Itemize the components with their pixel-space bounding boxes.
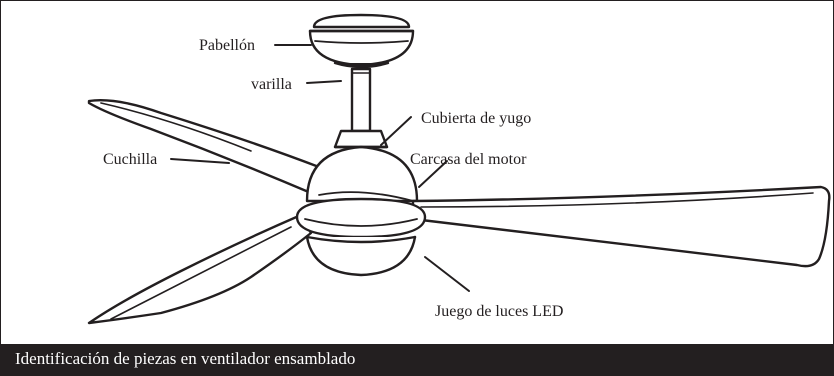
label-led-light-kit: Juego de luces LED [435, 303, 563, 320]
blade-shape-lower-left [87, 213, 313, 325]
led-light-kit-shape [295, 197, 427, 277]
canopy-shape [308, 13, 415, 69]
caption-bar: Identificación de piezas en ventilador e… [1, 344, 833, 375]
motor-housing-shape [305, 145, 419, 203]
label-canopy: Pabellón [199, 37, 255, 54]
label-yoke-cover: Cubierta de yugo [421, 110, 531, 127]
label-blade: Cuchilla [103, 151, 157, 168]
leader-lines [170, 44, 470, 292]
blade-shape-left [87, 99, 321, 195]
label-motor-housing: Carcasa del motor [410, 151, 527, 168]
label-downrod: varilla [251, 76, 292, 93]
yoke-cover-shape [333, 129, 389, 149]
figure-caption: Identificación de piezas en ventilador e… [15, 349, 356, 368]
downrod-shape [350, 67, 372, 133]
blade-shape-right [411, 185, 831, 268]
fan-diagram: Pabellón varilla Cubierta de yugo Cuchil… [87, 13, 831, 325]
